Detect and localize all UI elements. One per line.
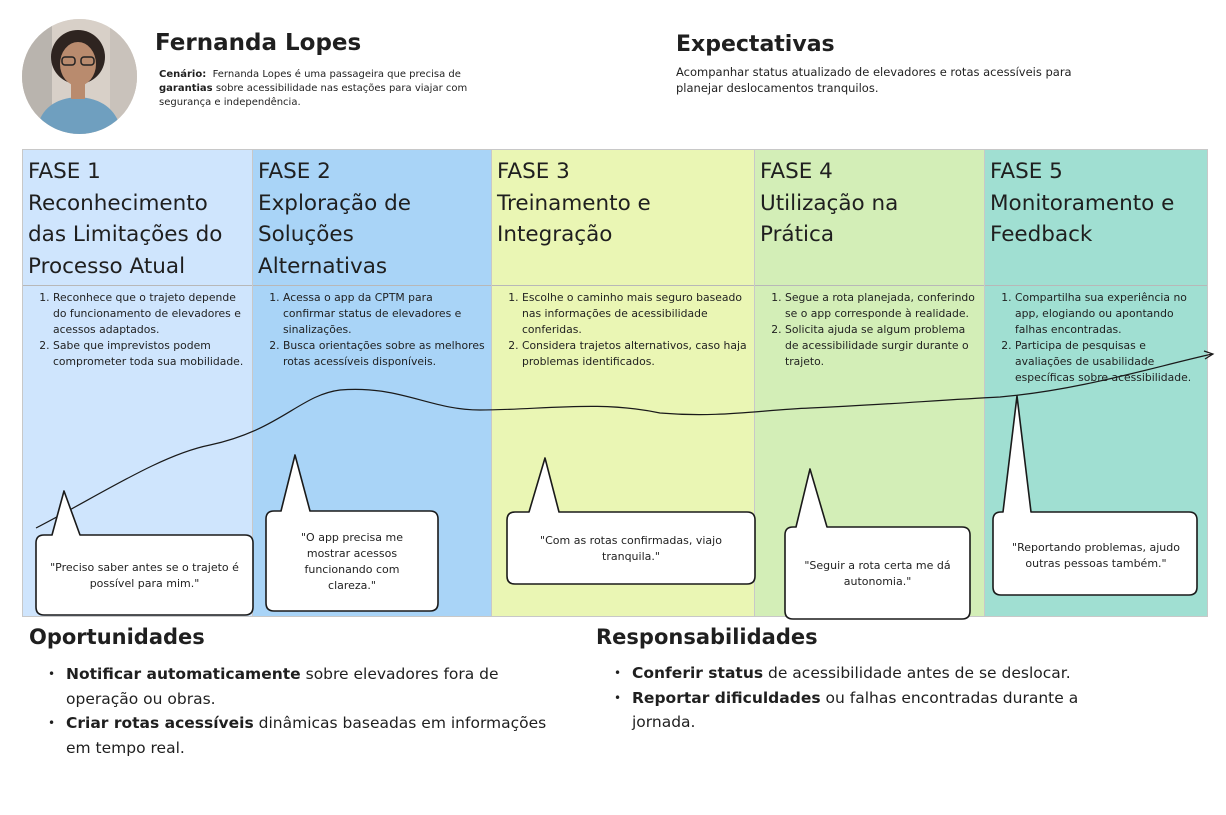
phase-header: FASE 5 Monitoramento e Feedback xyxy=(985,150,1207,286)
phase-step: Solicita ajuda se algum problema de aces… xyxy=(785,322,978,370)
phase-steps: Escolhe o caminho mais seguro baseado na… xyxy=(492,290,754,370)
bubble-quote: "O app precisa me mostrar acessos funcio… xyxy=(300,531,403,592)
phase-title-line: Reconhecimento xyxy=(28,190,208,216)
responsibility-bold: Conferir status xyxy=(632,664,764,682)
persona-photo-icon xyxy=(22,19,137,134)
phase-step: Participa de pesquisas e avaliações de u… xyxy=(1015,338,1201,386)
phase-column-1: FASE 1 Reconhecimento das Limitações do … xyxy=(22,149,253,617)
persona-name: Fernanda Lopes xyxy=(155,30,362,56)
phase-title-line: Processo Atual xyxy=(28,253,186,279)
phase-number: FASE 3 xyxy=(497,159,570,184)
opportunity-text: sobre elevadores fora de operação ou obr… xyxy=(66,665,499,708)
phase-title-line: Integração xyxy=(497,222,613,247)
bubble-quote: "Preciso saber antes se o trajeto é poss… xyxy=(50,561,239,590)
responsibilities-list: Conferir status de acessibilidade antes … xyxy=(596,661,1096,735)
opportunities-title: Oportunidades xyxy=(29,625,205,649)
responsibility-text: de acessibilidade antes de se deslocar. xyxy=(763,664,1071,682)
phase-title-line: Soluções Alternativas xyxy=(258,222,388,279)
phase-title-line: Utilização na Prática xyxy=(760,190,899,248)
phase-title-line: Monitoramento e xyxy=(990,190,1175,216)
opportunity-text: dinâmicas baseadas em informações em tem… xyxy=(66,714,547,757)
phase-number: FASE 1 xyxy=(28,159,101,184)
phase-header: FASE 3 Treinamento e Integração xyxy=(492,150,754,286)
phase-step: Busca orientações sobre as melhores rota… xyxy=(283,338,485,370)
bubble-quote: "Seguir a rota certa me dá autonomia." xyxy=(804,559,951,588)
responsibility-item: Conferir status de acessibilidade antes … xyxy=(596,661,1096,686)
phase-title-line: Exploração de xyxy=(258,190,411,216)
phase-steps: Reconhece que o trajeto depende do funci… xyxy=(23,290,252,370)
phase-title-line: Treinamento e xyxy=(497,190,651,216)
phase-step: Escolhe o caminho mais seguro baseado na… xyxy=(522,290,748,338)
opportunity-bold: Notificar automaticamente xyxy=(66,665,301,683)
phase-steps: Segue a rota planejada, conferindo se o … xyxy=(755,290,984,370)
opportunity-item: Notificar automaticamente sobre elevador… xyxy=(30,662,560,711)
opportunity-item: Criar rotas acessíveis dinâmicas baseada… xyxy=(30,711,560,760)
expectations-text: Acompanhar status atualizado de elevador… xyxy=(676,65,1072,95)
phase-header: FASE 1 Reconhecimento das Limitações do … xyxy=(23,150,252,286)
opportunity-bold: Criar rotas acessíveis xyxy=(66,714,254,732)
phase-step: Sabe que imprevistos podem comprometer t… xyxy=(53,338,246,370)
opportunities-list: Notificar automaticamente sobre elevador… xyxy=(30,662,560,760)
phase-header: FASE 2 Exploração de Soluções Alternativ… xyxy=(253,150,491,286)
phase-step: Acessa o app da CPTM para confirmar stat… xyxy=(283,290,485,338)
responsibility-text: ou falhas encontradas durante a jornada. xyxy=(632,688,1079,732)
phase-header: FASE 4 Utilização na Prática xyxy=(755,150,984,286)
scenario-text-2: sobre acessibilidade nas estações para v… xyxy=(159,83,468,108)
expectations-title: Expectativas xyxy=(676,32,835,57)
responsibilities-title: Responsabilidades xyxy=(596,625,818,649)
phase-step: Compartilha sua experiência no app, elog… xyxy=(1015,290,1201,338)
phase-number: FASE 5 xyxy=(990,159,1063,184)
phase-number: FASE 4 xyxy=(760,159,833,184)
phase-title-line: Feedback xyxy=(990,222,1093,247)
phase-title-line: das Limitações do xyxy=(28,222,223,247)
bubble-quote: "Com as rotas confirmadas, viajo tranqui… xyxy=(540,534,722,563)
scenario-label: Cenário: xyxy=(159,69,207,80)
responsibility-item: Reportar dificuldades ou falhas encontra… xyxy=(596,686,1096,735)
phase-step: Considera trajetos alternativos, caso ha… xyxy=(522,338,748,370)
phase-steps: Compartilha sua experiência no app, elog… xyxy=(985,290,1207,386)
responsibility-bold: Reportar dificuldades xyxy=(632,688,821,707)
phase-steps: Acessa o app da CPTM para confirmar stat… xyxy=(253,290,491,370)
scenario-text-1: Fernanda Lopes é uma passageira que prec… xyxy=(212,69,461,80)
phase-column-4: FASE 4 Utilização na Prática Segue a rot… xyxy=(754,149,985,617)
scenario-bold: garantias xyxy=(159,83,213,94)
phase-number: FASE 2 xyxy=(258,159,331,184)
phase-step: Segue a rota planejada, conferindo se o … xyxy=(785,290,978,322)
persona-scenario: Cenário: Fernanda Lopes é uma passageira… xyxy=(159,68,504,110)
bubble-quote: "Reportando problemas, ajudo outras pess… xyxy=(1012,541,1180,570)
phase-step: Reconhece que o trajeto depende do funci… xyxy=(53,290,246,338)
persona-avatar xyxy=(22,19,137,134)
